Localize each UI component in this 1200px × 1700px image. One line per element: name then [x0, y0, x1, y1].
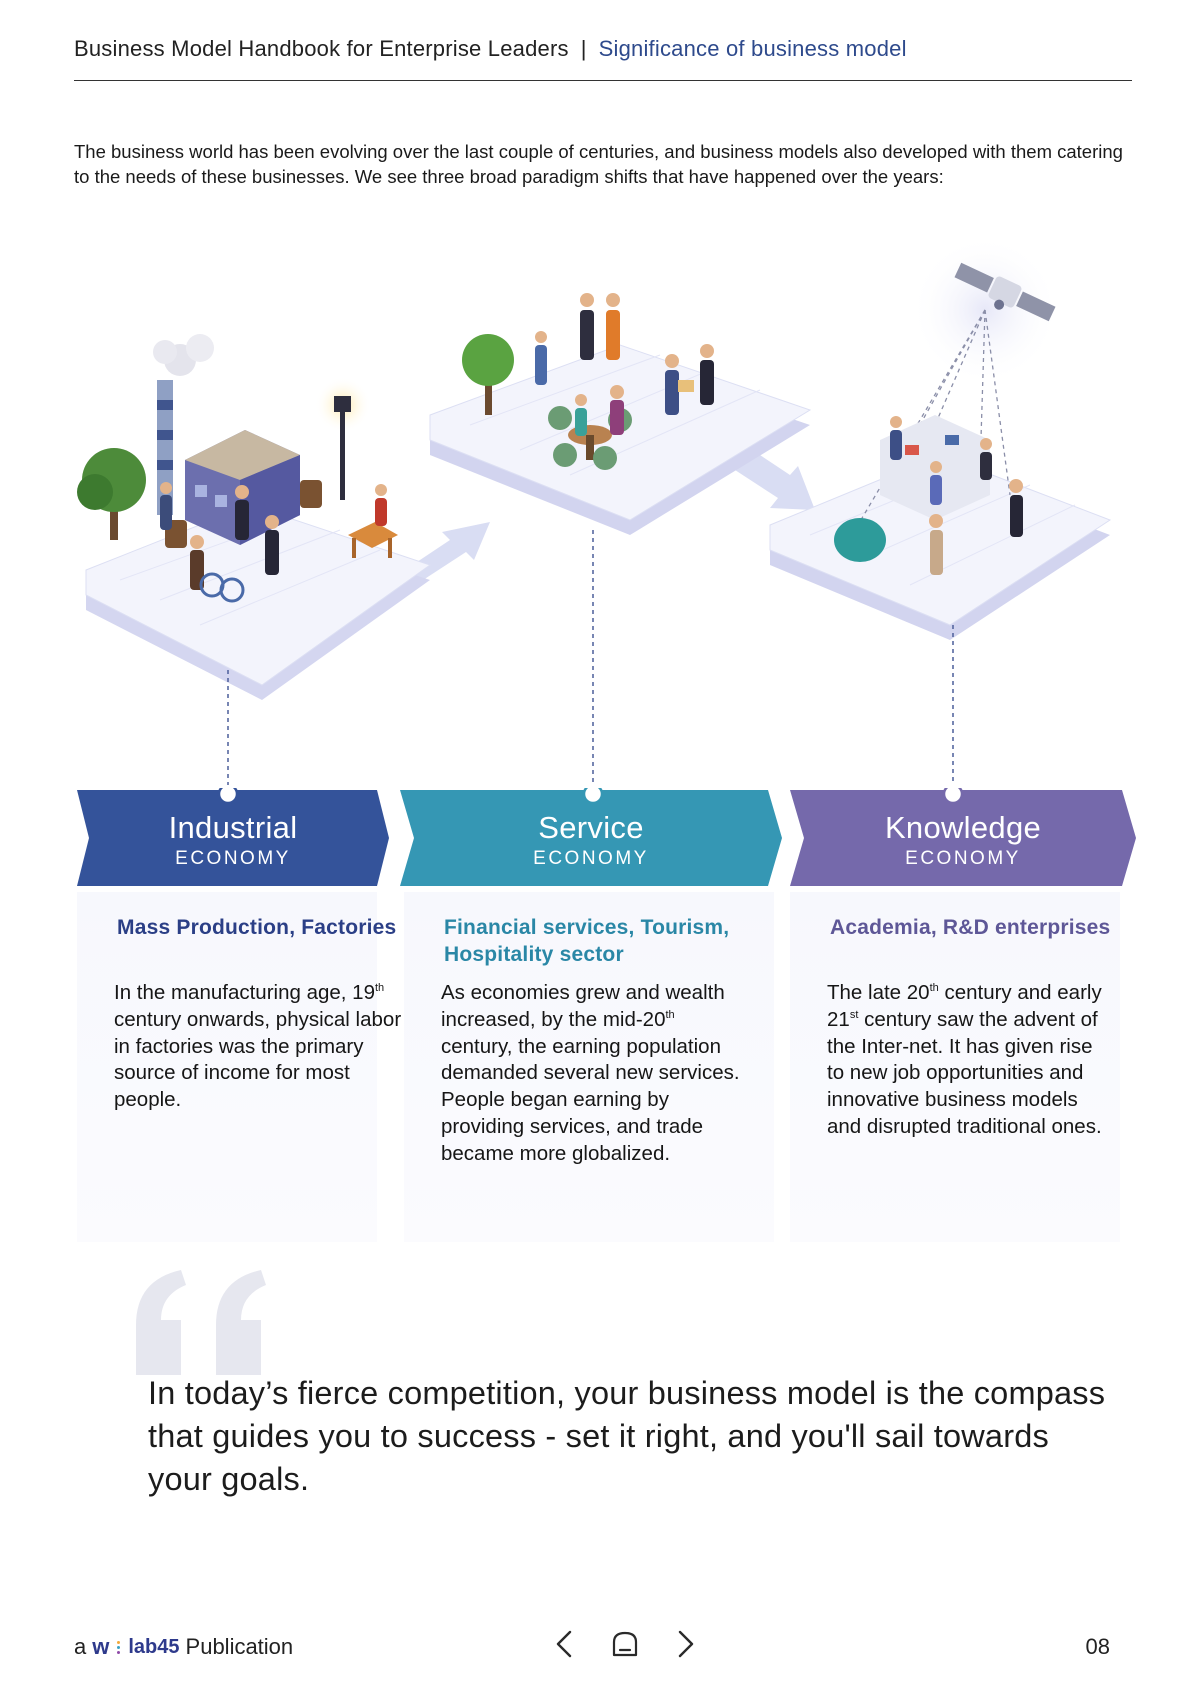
quote-mark-icon: [136, 1270, 266, 1375]
page-number: 08: [1085, 1634, 1110, 1659]
economy-description: The late 20th century and early 21st cen…: [827, 981, 1102, 1138]
sector-heading: Financial services, Tourism, Hospitality…: [444, 916, 730, 966]
economy-evolution-illustration: [77, 235, 1112, 785]
publisher-credit: a w lab45 Publication: [74, 1634, 293, 1660]
knowledge-economy-banner: Knowledge ECONOMY: [790, 788, 1136, 888]
chevron-right-icon[interactable]: [665, 1624, 705, 1664]
banner-title: Knowledge: [884, 810, 1042, 845]
industrial-economy-card: Mass Production, Factories In the manufa…: [77, 892, 401, 1242]
book-title: Business Model Handbook for Enterprise L…: [74, 36, 569, 61]
chevron-left-icon[interactable]: [545, 1624, 585, 1664]
banner-subtitle: ECONOMY: [533, 848, 649, 869]
header-separator: |: [580, 36, 587, 61]
economy-description: As economies grew and wealth increased, …: [441, 981, 740, 1165]
home-icon[interactable]: [605, 1624, 645, 1664]
service-economy-card: Financial services, Tourism, Hospitality…: [404, 892, 774, 1242]
banner-title: Industrial: [168, 810, 298, 845]
section-title: Significance of business model: [598, 36, 907, 61]
economy-description: In the manufacturing age, 19th century o…: [114, 981, 402, 1112]
publisher-prefix: a: [74, 1634, 87, 1659]
logo-dots-icon: [117, 1640, 121, 1654]
industrial-economy-banner: Industrial ECONOMY: [77, 788, 389, 888]
service-platform: [429, 293, 812, 535]
knowledge-platform: [769, 235, 1112, 640]
service-economy-banner: Service ECONOMY: [400, 788, 782, 888]
publisher-suffix: Publication: [185, 1634, 294, 1659]
lab45-logo: lab45: [128, 1635, 180, 1658]
banner-title: Service: [538, 810, 644, 845]
banner-subtitle: ECONOMY: [175, 848, 291, 869]
page-header: Business Model Handbook for Enterprise L…: [74, 36, 1132, 81]
banner-subtitle: ECONOMY: [905, 848, 1021, 869]
knowledge-economy-card: Academia, R&D enterprises The late 20th …: [790, 892, 1120, 1242]
sector-heading: Academia, R&D enterprises: [830, 916, 1111, 939]
sector-heading: Mass Production, Factories: [117, 916, 397, 939]
industrial-platform: [77, 334, 432, 700]
pull-quote: In today’s fierce competition, your busi…: [148, 1375, 1106, 1497]
arrow-service-to-knowledge: [735, 445, 815, 510]
intro-paragraph: The business world has been evolving ove…: [74, 141, 1123, 187]
wipro-logo-mark: w: [92, 1634, 110, 1659]
